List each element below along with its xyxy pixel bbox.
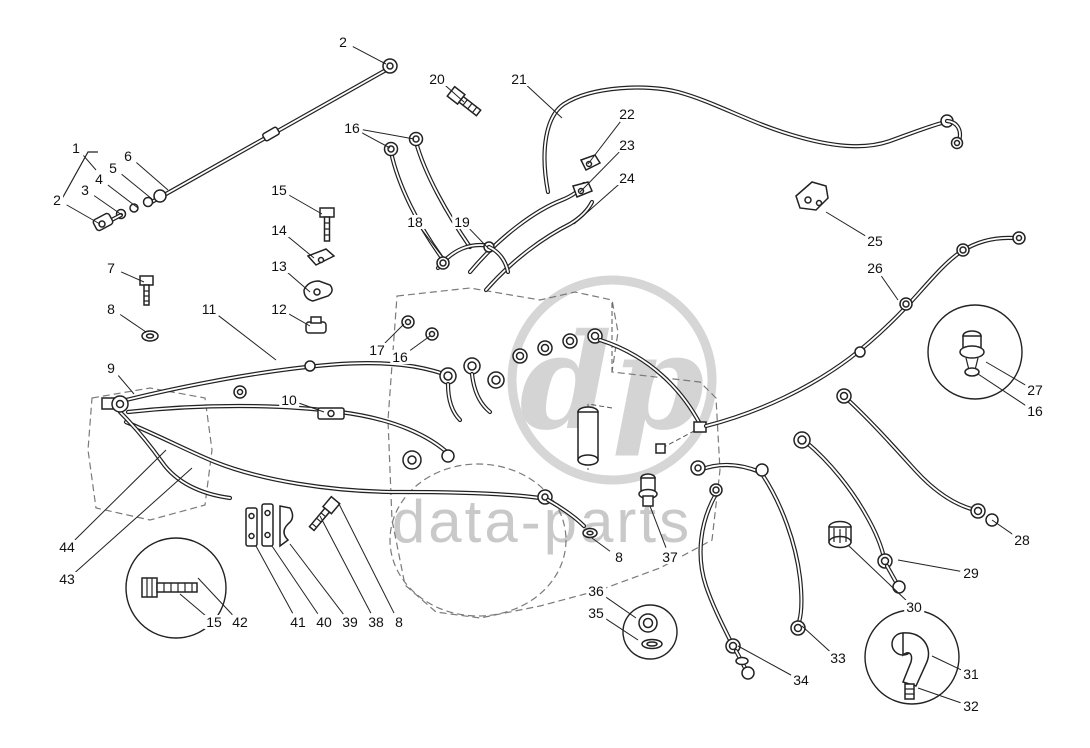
callout-label-22: 22 [617, 106, 637, 122]
callout-label-20: 20 [427, 71, 447, 87]
callout-label-26: 26 [865, 260, 885, 276]
callout-label-5: 5 [107, 160, 119, 176]
part-injection-line-29 [793, 431, 906, 594]
part-clamp-10 [317, 407, 345, 420]
part-clamp-12 [305, 316, 327, 334]
part-bushing-30 [828, 520, 852, 549]
callout-label-28: 28 [1012, 532, 1032, 548]
callout-label-23: 23 [617, 137, 637, 153]
callout-label-11: 11 [199, 301, 219, 317]
callout-label-36: 36 [586, 583, 606, 599]
callout-label-41: 41 [288, 614, 308, 630]
callout-label-19: 19 [452, 214, 472, 230]
callout-label-30: 30 [904, 599, 924, 615]
part-injector-row [401, 315, 703, 470]
part-washer-8 [141, 330, 159, 342]
callout-label-38: 38 [366, 614, 386, 630]
callout-label-40: 40 [314, 614, 334, 630]
part-clamp-13 [303, 280, 333, 302]
part-fuel-line-26 [655, 231, 1026, 454]
callout-label-7: 7 [105, 260, 117, 276]
callout-label-39: 39 [340, 614, 360, 630]
callout-label-21: 21 [509, 71, 529, 87]
callout-label-15: 15 [269, 182, 289, 198]
callout-label-3: 3 [79, 182, 91, 198]
detail-circle-nut-35 [622, 604, 678, 660]
callout-label-2: 2 [337, 34, 349, 50]
callout-label-29: 29 [961, 565, 981, 581]
callout-label-37: 37 [660, 549, 680, 565]
part-clamp-stack-38-41 [245, 495, 341, 548]
callout-label-31: 31 [961, 666, 981, 682]
detail-circle-bolt-15 [125, 537, 227, 639]
callout-label-4: 4 [93, 171, 105, 187]
callout-label-14: 14 [269, 222, 289, 238]
callout-label-10: 10 [279, 392, 299, 408]
callout-label-15: 15 [204, 614, 224, 630]
callout-label-12: 12 [269, 301, 289, 317]
part-fitting-37 [638, 473, 658, 507]
callout-label-33: 33 [828, 650, 848, 666]
part-rod-assembly [57, 58, 398, 232]
part-bracket-25 [795, 181, 829, 211]
callout-label-6: 6 [122, 148, 134, 164]
callout-label-32: 32 [961, 698, 981, 714]
callout-label-42: 42 [230, 614, 250, 630]
callout-label-2: 2 [51, 192, 63, 208]
callout-label-44: 44 [57, 539, 77, 555]
callout-label-1: 1 [70, 140, 82, 156]
callout-label-13: 13 [269, 258, 289, 274]
callout-label-16: 16 [342, 120, 362, 136]
callout-label-27: 27 [1025, 382, 1045, 398]
callout-label-34: 34 [791, 672, 811, 688]
detail-circle-clip-31 [864, 609, 960, 705]
part-clip-14 [306, 248, 336, 266]
callout-label-9: 9 [105, 360, 117, 376]
callout-label-43: 43 [57, 571, 77, 587]
callout-label-16: 16 [1025, 403, 1045, 419]
part-injection-line-33 [690, 460, 806, 636]
detail-circle-valve-27 [927, 304, 1023, 400]
callout-label-8: 8 [105, 301, 117, 317]
callout-label-25: 25 [865, 233, 885, 249]
callout-label-18: 18 [405, 214, 425, 230]
callout-label-8: 8 [613, 549, 625, 565]
callout-label-16: 16 [390, 349, 410, 365]
part-bolt-7 [139, 275, 154, 306]
callout-label-17: 17 [367, 342, 387, 358]
part-injection-line-34 [698, 483, 755, 680]
callout-label-8: 8 [393, 614, 405, 630]
part-fuel-line-21 [542, 85, 964, 195]
part-nuts-16 [383, 131, 473, 261]
callout-label-35: 35 [586, 605, 606, 621]
callout-label-24: 24 [617, 170, 637, 186]
part-injection-line-28 [836, 388, 999, 527]
